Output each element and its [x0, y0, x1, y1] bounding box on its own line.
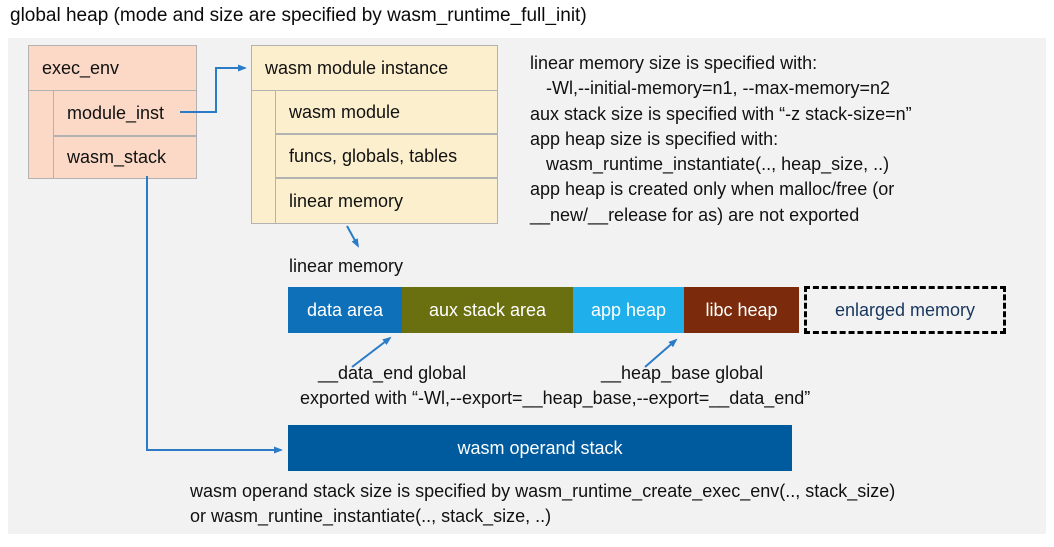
instance-field-linear-memory: linear memory — [275, 178, 498, 224]
data-end-global-label: __data_end global — [318, 363, 467, 383]
note-line: -Wl,--initial-memory=n1, --max-memory=n2 — [546, 78, 891, 99]
memory-segment-libc-heap: libc heap — [684, 287, 799, 333]
note-line: linear memory size is specified with: — [530, 53, 818, 73]
page-title: global heap (mode and size are specified… — [10, 5, 587, 26]
exec-env-field-module-inst: module_inst — [53, 90, 197, 136]
exec-env-field-wasm-stack: wasm_stack — [53, 136, 197, 179]
note-line: wasm operand stack size is specified by … — [190, 481, 896, 501]
note-line: __new/__release for as) are not exported — [530, 204, 860, 225]
heap-base-global-label: __heap_base global — [601, 363, 764, 383]
export-flags-label: exported with “-Wl,--export=__heap_base,… — [300, 388, 811, 408]
note-line: app heap is created only when malloc/fre… — [530, 179, 895, 200]
wasm-module-instance-header: wasm module instance — [252, 46, 497, 91]
memory-segment-app-heap: app heap — [573, 287, 684, 333]
instance-field-wasm-module: wasm module — [275, 90, 498, 134]
memory-segment-enlarged-memory: enlarged memory — [804, 286, 1006, 334]
note-line: or wasm_runtine_instantiate(.., stack_si… — [190, 505, 552, 526]
memory-segment-data-area: data area — [288, 287, 402, 333]
memory-segment-aux-stack-area: aux stack area — [402, 287, 573, 333]
wasm-operand-stack-bar: wasm operand stack — [288, 425, 792, 471]
exec-env-header: exec_env — [29, 46, 196, 91]
notes-bottom: wasm operand stack size is specified by … — [190, 479, 895, 528]
instance-field-funcs-globals-tables: funcs, globals, tables — [275, 134, 498, 178]
linear-memory-label: linear memory — [289, 256, 404, 276]
note-line: aux stack size is specified with “-z sta… — [530, 103, 912, 124]
note-line: wasm_runtime_instantiate(.., heap_size, … — [546, 154, 890, 175]
note-line: app heap size is specified with: — [530, 128, 779, 149]
notes-top: linear memory size is specified with: -W… — [530, 51, 1042, 228]
